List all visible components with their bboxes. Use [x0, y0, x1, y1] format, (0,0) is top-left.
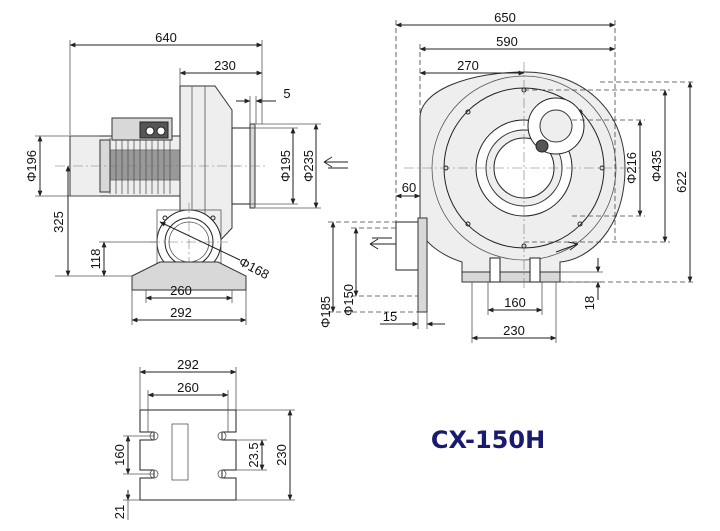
- dim-outlet-height: Φ185: [318, 296, 333, 328]
- dim-casing-depth: 230: [214, 58, 236, 73]
- dim-base-outer: 292: [170, 305, 192, 320]
- dim-center-height: 325: [51, 211, 66, 233]
- model-name: CX-150H: [431, 426, 545, 454]
- side-base: [461, 271, 561, 283]
- dim-slot-offset: 21: [112, 505, 127, 519]
- dim-plan-depth: 230: [274, 444, 289, 466]
- dim-side-base-outer: 230: [503, 323, 525, 338]
- dim-outlet-outer-dia: Φ235: [301, 150, 316, 182]
- dim-side-base-inner: 160: [504, 295, 526, 310]
- dim-slot-pitch: 160: [112, 444, 127, 466]
- dim-casing-dia: Φ435: [649, 150, 664, 182]
- outlet-arrow-icon: [369, 238, 396, 250]
- dim-motor-dia: Φ196: [24, 150, 39, 182]
- motor-shadow: [107, 149, 181, 181]
- dim-overall-height: 622: [674, 171, 689, 193]
- dim-base-height: 18: [582, 296, 597, 310]
- rotation-icon: [535, 139, 549, 153]
- dim-overall-length: 640: [155, 30, 177, 45]
- side-outlet-duct: [395, 221, 421, 271]
- side-outlet-flange: [417, 217, 428, 313]
- dim-flange: 5: [283, 86, 290, 101]
- dim-foot-height: 118: [88, 249, 103, 270]
- dim-slot-width: 23.5: [246, 442, 261, 467]
- base-center-slot: [171, 423, 189, 481]
- dim-side-overall-width: 650: [494, 10, 516, 25]
- front-view: 640 230 5 Φ196 325 118 Φ195 Φ235: [24, 30, 348, 325]
- dim-outlet-inner: Φ150: [341, 284, 356, 316]
- inlet-arrow-icon: [555, 241, 579, 253]
- dim-flange-thk: 15: [383, 309, 397, 324]
- dim-width-590: 590: [496, 34, 518, 49]
- flow-arrow-icon: [323, 156, 348, 168]
- side-view: 650 590 270 Φ216 Φ435 622 60 Φ185 Φ150: [318, 10, 695, 343]
- dim-outlet-dia: Φ195: [278, 150, 293, 182]
- dim-base-inner: 260: [170, 283, 192, 298]
- dim-plan-outer-width: 292: [177, 357, 199, 372]
- dim-inlet-offset: 270: [457, 58, 479, 73]
- dim-side-inlet-dia: Φ216: [624, 152, 639, 184]
- dim-plan-inner-width: 260: [177, 380, 199, 395]
- dim-outlet-flange: 60: [402, 180, 416, 195]
- base-plan-view: 292 260 160 21 23.5 230: [112, 357, 295, 520]
